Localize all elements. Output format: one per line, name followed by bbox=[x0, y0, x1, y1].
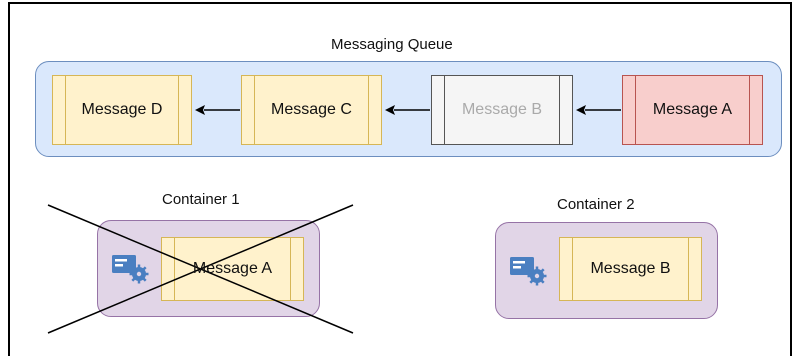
container-2-message: Message B bbox=[559, 237, 702, 301]
container-1-message: Message A bbox=[161, 237, 304, 301]
arrow-b-to-c bbox=[385, 105, 430, 115]
queue-message-a: Message A bbox=[622, 75, 763, 145]
queue-message-b: Message B bbox=[431, 75, 573, 145]
queue-message-a-label: Message A bbox=[652, 101, 733, 118]
diagram-frame bbox=[8, 2, 792, 356]
arrow-a-to-b bbox=[576, 105, 621, 115]
server-gear-icon bbox=[510, 257, 547, 286]
container-2-title: Container 2 bbox=[557, 196, 635, 213]
queue-title: Messaging Queue bbox=[331, 36, 453, 53]
queue-message-d-label: Message D bbox=[81, 101, 163, 118]
queue-message-b-label: Message B bbox=[461, 101, 543, 118]
container-1-title: Container 1 bbox=[162, 191, 240, 208]
arrow-c-to-d bbox=[195, 105, 240, 115]
queue-message-d: Message D bbox=[52, 75, 192, 145]
container-1-message-label: Message A bbox=[192, 260, 273, 277]
queue-message-c: Message C bbox=[241, 75, 382, 145]
container-2-message-label: Message B bbox=[590, 260, 671, 277]
server-gear-icon bbox=[112, 255, 149, 284]
queue-message-c-label: Message C bbox=[271, 101, 352, 118]
